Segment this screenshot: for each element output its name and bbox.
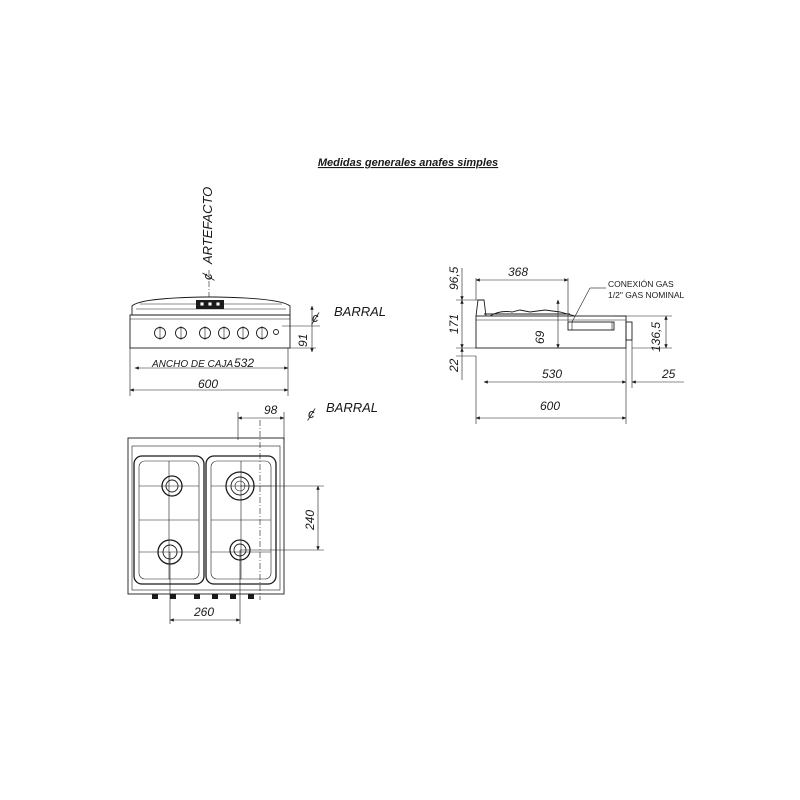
dim-260: 260 — [193, 605, 214, 619]
centerline-barral-top-label: BARRAL — [326, 400, 378, 415]
dim-91: 91 — [296, 334, 310, 347]
front-knobs — [154, 326, 279, 340]
gas-note-line2: 1/2" GAS NOMINAL — [608, 290, 685, 300]
dim-69: 69 — [533, 330, 547, 344]
dim-136-5: 136,5 — [649, 322, 663, 352]
front-grate-outline — [131, 296, 291, 316]
centerline-barral-symbol: ȼ — [311, 310, 320, 325]
dim-171: 171 — [447, 314, 461, 334]
centerline-symbol: ȼ — [200, 272, 215, 281]
dim-240: 240 — [303, 510, 317, 531]
top-knobs — [152, 594, 254, 599]
centerline-artefacto-label: ARTEFACTO — [200, 187, 215, 265]
dim-368: 368 — [508, 265, 528, 279]
dim-22: 22 — [447, 358, 461, 373]
gas-note-line1: CONEXIÓN GAS — [608, 279, 674, 289]
dim-532: 532 — [234, 356, 254, 370]
dim-25: 25 — [661, 367, 676, 381]
grate-left — [133, 455, 205, 585]
burner-back-left-icon — [161, 475, 183, 497]
dim-600-side: 600 — [540, 399, 560, 413]
side-view: CONEXIÓN GAS 1/2" GAS NOMINAL 368 69 96,… — [447, 265, 685, 424]
dim-98: 98 — [264, 403, 278, 417]
gas-connection-pipe — [567, 321, 615, 331]
centerline-barral-label: BARRAL — [334, 304, 386, 319]
grate-right — [205, 455, 277, 585]
ancho-de-caja-label: ANCHO DE CAJA — [151, 359, 233, 370]
drawing-title: Medidas generales anafes simples — [318, 157, 498, 169]
centerline-barral-top-symbol: ȼ — [307, 406, 316, 421]
dim-96-5: 96,5 — [447, 266, 461, 290]
dim-530: 530 — [542, 367, 562, 381]
front-body — [129, 314, 291, 349]
top-view: 98 ȼ BARRAL 240 260 — [127, 400, 378, 624]
front-view: ARTEFACTO ȼ ȼ BARRAL 91 ANCHO DE CAJA 53… — [129, 187, 386, 396]
top-body — [127, 437, 285, 595]
side-body — [475, 315, 627, 349]
dim-600-front: 600 — [198, 377, 218, 391]
